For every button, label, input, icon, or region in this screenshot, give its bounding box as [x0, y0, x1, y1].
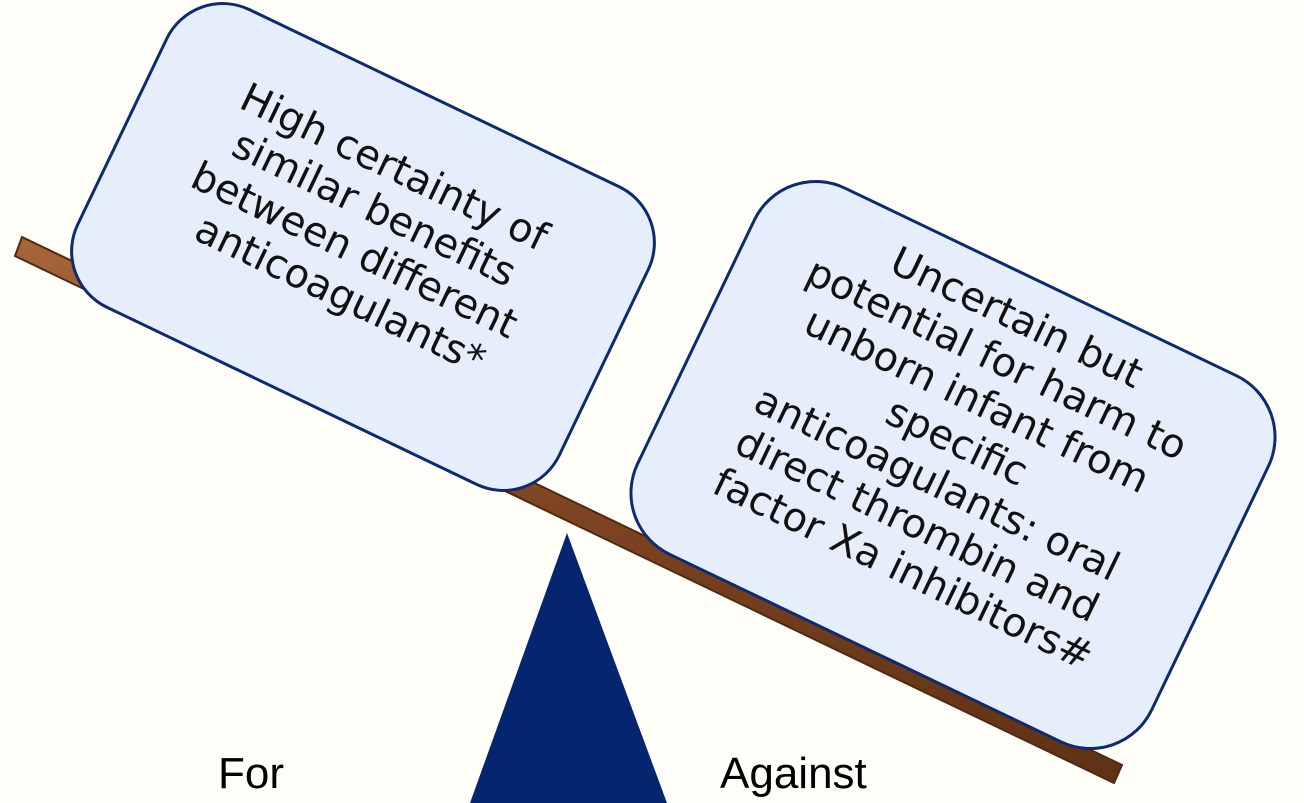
against-label: Against — [720, 749, 867, 798]
harms-card-box — [629, 179, 1277, 751]
for-label: For — [218, 749, 284, 798]
harms-card: Uncertain but potential for harm to unbo… — [629, 179, 1277, 751]
benefits-card-box — [70, 2, 656, 492]
benefits-card: High certainty of similar benefits betwe… — [70, 2, 656, 492]
fulcrum-triangle — [470, 533, 667, 803]
